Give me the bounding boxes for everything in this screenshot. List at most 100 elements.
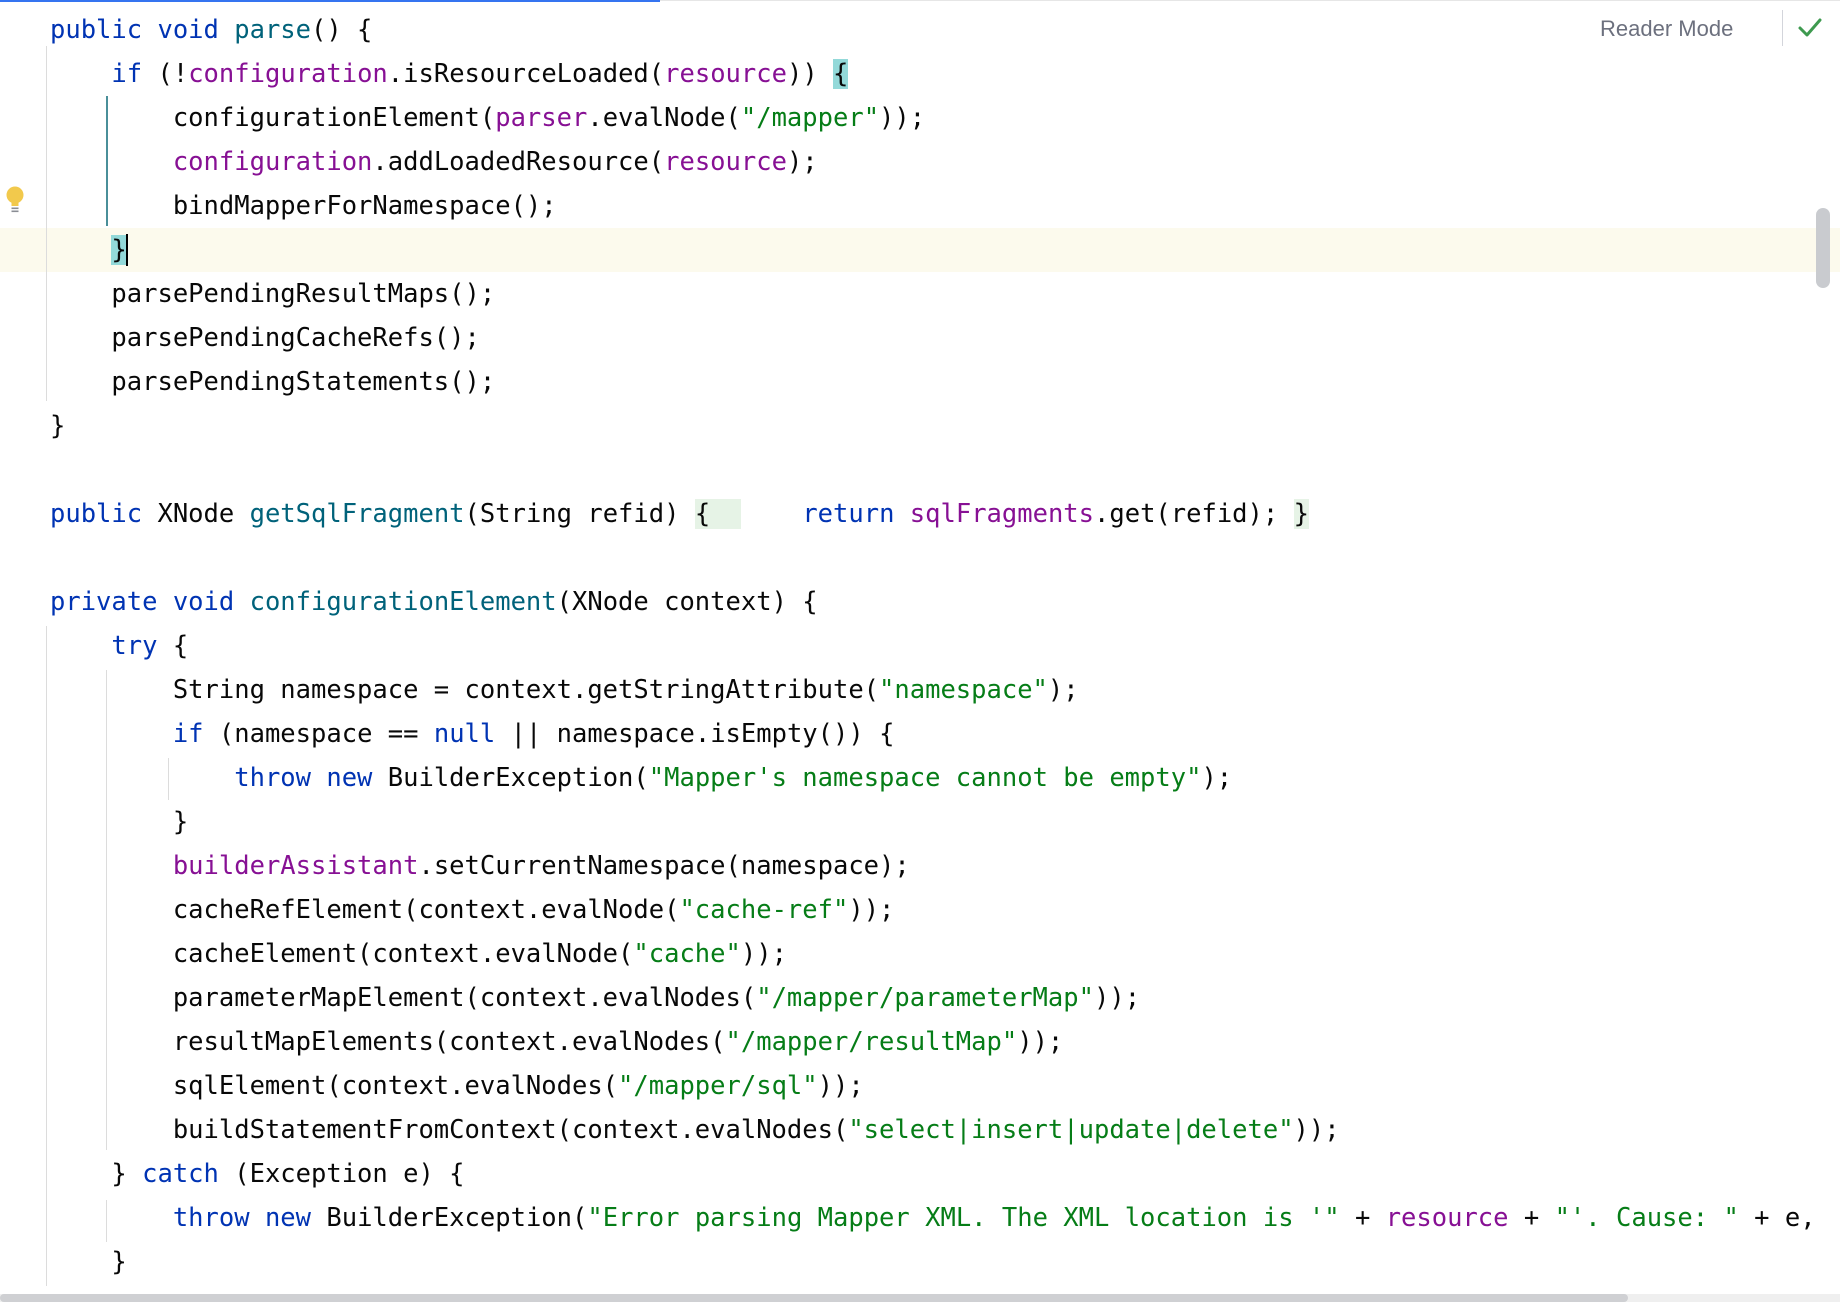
code-token: } xyxy=(111,235,127,265)
code-line[interactable]: parsePendingCacheRefs(); xyxy=(0,316,1840,360)
indent-guide xyxy=(106,670,107,1150)
code-line[interactable]: parsePendingStatements(); xyxy=(0,360,1840,404)
code-token: cacheRefElement(context.evalNode( xyxy=(50,895,680,925)
code-token: "namespace" xyxy=(879,675,1048,705)
code-line[interactable]: configuration.addLoadedResource(resource… xyxy=(0,140,1840,184)
indent-guide xyxy=(168,758,169,800)
code-token: builderAssistant xyxy=(172,851,419,881)
code-token: resultMapElements(context.evalNodes( xyxy=(50,1027,726,1057)
code-line[interactable]: buildStatementFromContext(context.evalNo… xyxy=(0,1108,1840,1152)
code-token xyxy=(50,1203,173,1233)
code-token: parsePendingStatements(); xyxy=(50,367,496,397)
code-token xyxy=(50,851,173,881)
indent-guide xyxy=(46,46,47,401)
code-line[interactable]: public void parse() { xyxy=(0,8,1840,52)
code-line[interactable]: resultMapElements(context.evalNodes("/ma… xyxy=(0,1020,1840,1064)
code-token xyxy=(741,499,802,529)
code-token: ); xyxy=(1201,763,1233,793)
code-token: BuilderException( xyxy=(387,763,649,793)
code-line[interactable]: cacheRefElement(context.evalNode("cache-… xyxy=(0,888,1840,932)
code-line[interactable]: public XNode getSqlFragment(String refid… xyxy=(0,492,1840,536)
code-line[interactable]: throw new BuilderException("Error parsin… xyxy=(0,1196,1840,1240)
check-icon[interactable] xyxy=(1796,14,1824,42)
code-token: + xyxy=(1508,1203,1555,1233)
code-token: "cache-ref" xyxy=(679,895,849,925)
code-line[interactable]: parsePendingResultMaps(); xyxy=(0,272,1840,316)
code-line[interactable]: parameterMapElement(context.evalNodes("/… xyxy=(0,976,1840,1020)
code-token: (namespace == xyxy=(203,719,434,749)
code-token: .setCurrentNamespace(namespace); xyxy=(418,851,910,881)
code-line-current[interactable]: } xyxy=(0,228,1840,272)
code-token: if xyxy=(172,719,204,749)
code-token: )); xyxy=(1293,1115,1340,1145)
code-token: BuilderException( xyxy=(326,1203,588,1233)
code-token: try xyxy=(111,631,158,661)
code-token: "Mapper's namespace cannot be empty" xyxy=(648,763,1202,793)
code-line[interactable]: configurationElement(parser.evalNode("/m… xyxy=(0,96,1840,140)
code-token: ); xyxy=(786,147,818,177)
code-token: buildStatementFromContext(context.evalNo… xyxy=(50,1115,849,1145)
code-line[interactable]: sqlElement(context.evalNodes("/mapper/sq… xyxy=(0,1064,1840,1108)
code-token: .isResourceLoaded( xyxy=(387,59,665,89)
toolbar-separator xyxy=(1782,10,1783,46)
code-token: ); xyxy=(1047,675,1079,705)
code-token: if xyxy=(111,59,143,89)
code-line[interactable]: try { xyxy=(0,624,1840,668)
code-token: } xyxy=(1293,499,1309,529)
code-line[interactable]: } catch (Exception e) { xyxy=(0,1152,1840,1196)
code-token: || namespace.isEmpty()) { xyxy=(495,719,895,749)
code-token: "select|insert|update|delete" xyxy=(848,1115,1294,1145)
code-token: cacheElement(context.evalNode( xyxy=(50,939,634,969)
code-token: throw new xyxy=(172,1203,327,1233)
code-line[interactable]: } xyxy=(0,404,1840,448)
code-line[interactable]: cacheElement(context.evalNode("cache")); xyxy=(0,932,1840,976)
code-token: () { xyxy=(311,15,373,45)
code-line[interactable] xyxy=(0,448,1840,492)
code-line[interactable]: private void configurationElement(XNode … xyxy=(0,580,1840,624)
code-line[interactable]: String namespace = context.getStringAttr… xyxy=(0,668,1840,712)
code-token: { xyxy=(694,499,741,529)
reader-mode-toggle[interactable]: Reader Mode xyxy=(1600,16,1734,41)
code-token: private void xyxy=(50,587,250,617)
code-token: (String refid) xyxy=(464,499,695,529)
code-line[interactable]: bindMapperForNamespace(); xyxy=(0,184,1840,228)
code-token: configuration xyxy=(188,59,388,89)
code-token: .get(refid); xyxy=(1094,499,1294,529)
code-token: "cache" xyxy=(633,939,741,969)
code-token: .addLoadedResource( xyxy=(372,147,665,177)
code-line[interactable]: } xyxy=(0,1240,1840,1284)
code-token: "/mapper/parameterMap" xyxy=(756,983,1094,1013)
code-token: )); xyxy=(1017,1027,1064,1057)
code-token: } xyxy=(50,807,189,837)
code-token: null xyxy=(433,719,496,749)
code-token: { xyxy=(157,631,189,661)
editor-top-border xyxy=(660,0,1840,1)
code-line[interactable]: if (namespace == null || namespace.isEmp… xyxy=(0,712,1840,756)
code-token: )); xyxy=(879,103,926,133)
code-token: parser xyxy=(495,103,588,133)
vertical-scrollbar-thumb[interactable] xyxy=(1816,208,1830,288)
code-line[interactable]: } xyxy=(0,800,1840,844)
lightbulb-icon[interactable] xyxy=(5,185,25,215)
code-line[interactable] xyxy=(0,536,1840,580)
code-token: )); xyxy=(740,939,787,969)
code-token: parsePendingCacheRefs(); xyxy=(50,323,480,353)
code-token: throw new xyxy=(234,763,388,793)
code-token xyxy=(50,235,111,265)
code-token: resource xyxy=(1385,1203,1509,1233)
code-token: configurationElement xyxy=(249,587,557,617)
code-token: configuration xyxy=(172,147,373,177)
horizontal-scrollbar-thumb[interactable] xyxy=(0,1294,1628,1302)
code-token: "/mapper/resultMap" xyxy=(725,1027,1018,1057)
code-token: configurationElement( xyxy=(50,103,496,133)
code-token: "Error parsing Mapper XML. The XML locat… xyxy=(587,1203,1340,1233)
code-token: )) xyxy=(786,59,834,89)
code-line[interactable]: throw new BuilderException("Mapper's nam… xyxy=(0,756,1840,800)
code-token: String namespace = context.getStringAttr… xyxy=(50,675,880,705)
editor-tab-indicator xyxy=(0,0,660,2)
code-line[interactable]: builderAssistant.setCurrentNamespace(nam… xyxy=(0,844,1840,888)
code-token: (XNode context) { xyxy=(556,587,818,617)
code-token: (! xyxy=(142,59,189,89)
code-line[interactable]: if (!configuration.isResourceLoaded(reso… xyxy=(0,52,1840,96)
